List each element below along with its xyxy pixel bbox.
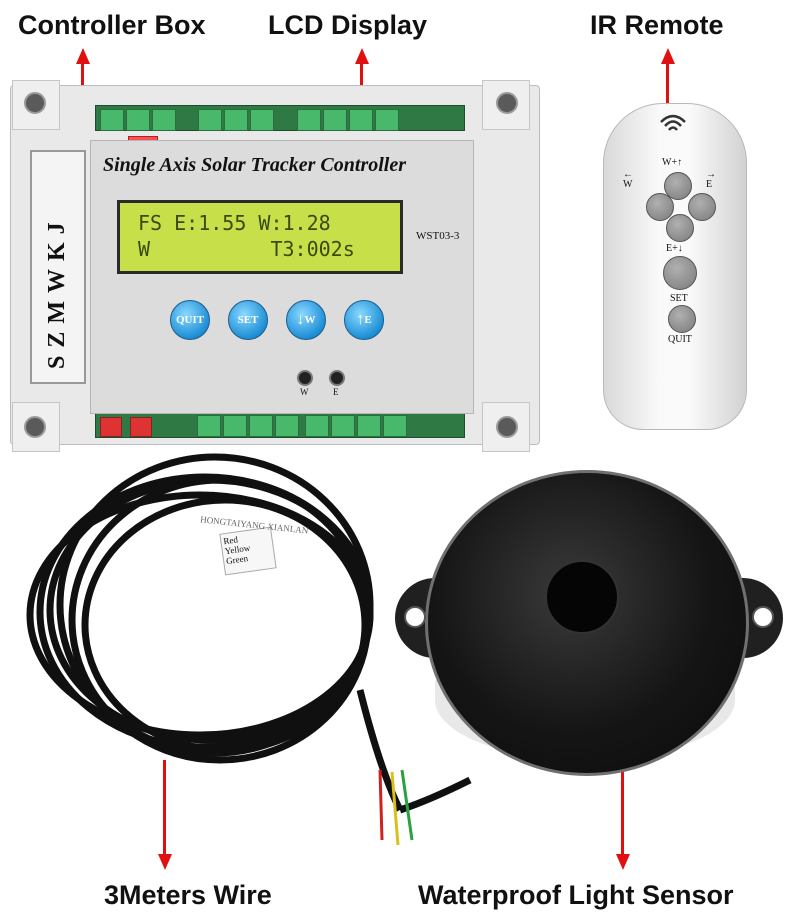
top-terminal-block [95,105,465,156]
ir-remote-label: IR Remote [590,10,724,40]
west-button[interactable]: ↓W [286,300,326,340]
remote-right-button[interactable] [688,193,716,221]
bottom-terminal-block [95,410,465,438]
east-led-label: E [333,387,339,397]
controller-title: Single Axis Solar Tracker Controller [103,154,407,176]
lcd-display-label: LCD Display [268,10,428,40]
arrow-up-icon: ↑ [356,311,365,328]
lcd-line-1: FS E:1.55 W:1.28 [138,211,331,235]
screw-icon [496,416,518,438]
east-button-label: E [364,314,372,326]
light-sensor-label: Waterproof Light Sensor [418,880,734,910]
remote-quit-label: QUIT [668,334,692,345]
remote-center-button[interactable] [663,256,697,290]
wifi-signal-icon [660,114,686,131]
remote-right-label: → E [706,169,716,190]
remote-up-label: W+↑ [662,157,683,168]
lcd-line-2: W T3:002s [138,237,355,261]
sensor-lens [545,560,619,634]
side-brand-panel: SZMWKJ [30,150,86,384]
brand-letters: SZMWKJ [44,214,70,369]
wire-tag: Red Yellow Green [219,526,277,576]
model-number: WST03-3 [416,230,460,242]
west-led [297,370,313,386]
screw-icon [496,92,518,114]
controller-face [90,140,474,414]
west-button-label: W [304,314,316,326]
remote-down-label: E+↓ [666,243,683,254]
flange-hole-right [752,606,774,628]
lcd-screen: FS E:1.55 W:1.28 W T3:002s [117,200,403,274]
east-button[interactable]: ↑E [344,300,384,340]
remote-left-button[interactable] [646,193,674,221]
west-led-label: W [300,387,309,397]
remote-down-button[interactable] [666,214,694,242]
screw-icon [24,416,46,438]
flange-hole-left [404,606,426,628]
quit-button[interactable]: QUIT [170,300,210,340]
controller-box-label: Controller Box [18,10,206,40]
remote-left-label: ← W [623,169,633,190]
east-led [329,370,345,386]
remote-set-label: SET [670,293,688,304]
remote-set-button[interactable] [668,305,696,333]
set-button[interactable]: SET [228,300,268,340]
wire-label: 3Meters Wire [104,880,272,910]
screw-icon [24,92,46,114]
arrow-down-icon: ↓ [296,311,305,328]
coiled-wire [26,453,472,846]
